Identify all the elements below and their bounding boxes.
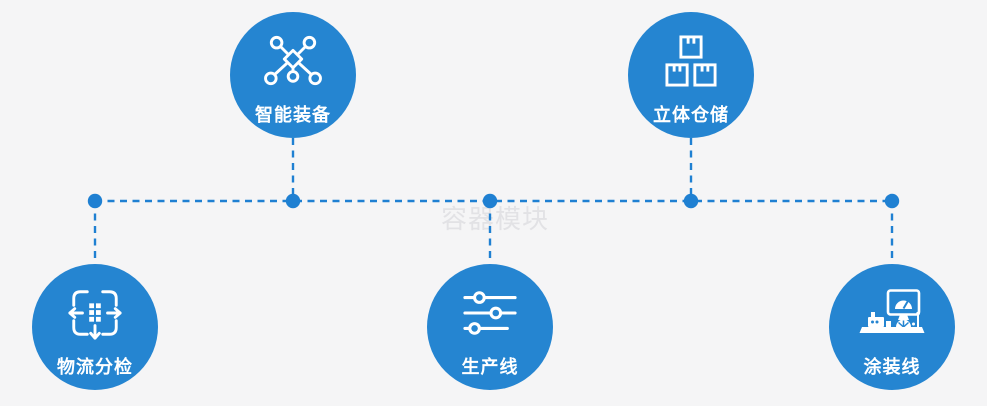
- junction-dot: [884, 193, 900, 209]
- node-label: 物流分检: [57, 357, 133, 377]
- diagram-node-logistics-sorting: 物流分检: [32, 264, 158, 390]
- junction-dot: [683, 193, 699, 209]
- node-label: 立体仓储: [653, 105, 729, 125]
- network-nodes-icon: [230, 34, 356, 88]
- junction-dot: [87, 193, 103, 209]
- diagram-node-smart-equipment: 智能装备: [230, 12, 356, 138]
- sort-distribute-icon: [32, 286, 158, 340]
- diagram-node-coating-line: 涂装线: [829, 264, 955, 390]
- stacked-boxes-icon: [628, 34, 754, 88]
- diagram-node-warehouse: 立体仓储: [628, 12, 754, 138]
- junction-dot: [285, 193, 301, 209]
- node-label: 涂装线: [863, 357, 921, 377]
- watermark-text: 容器模块: [440, 204, 549, 234]
- node-label: 智能装备: [255, 105, 331, 125]
- diagram-node-production-line: 生产线: [427, 264, 553, 390]
- machine-monitor-icon: [829, 286, 955, 340]
- node-label: 生产线: [461, 357, 519, 377]
- junction-dot: [482, 193, 498, 209]
- sliders-icon: [427, 286, 553, 340]
